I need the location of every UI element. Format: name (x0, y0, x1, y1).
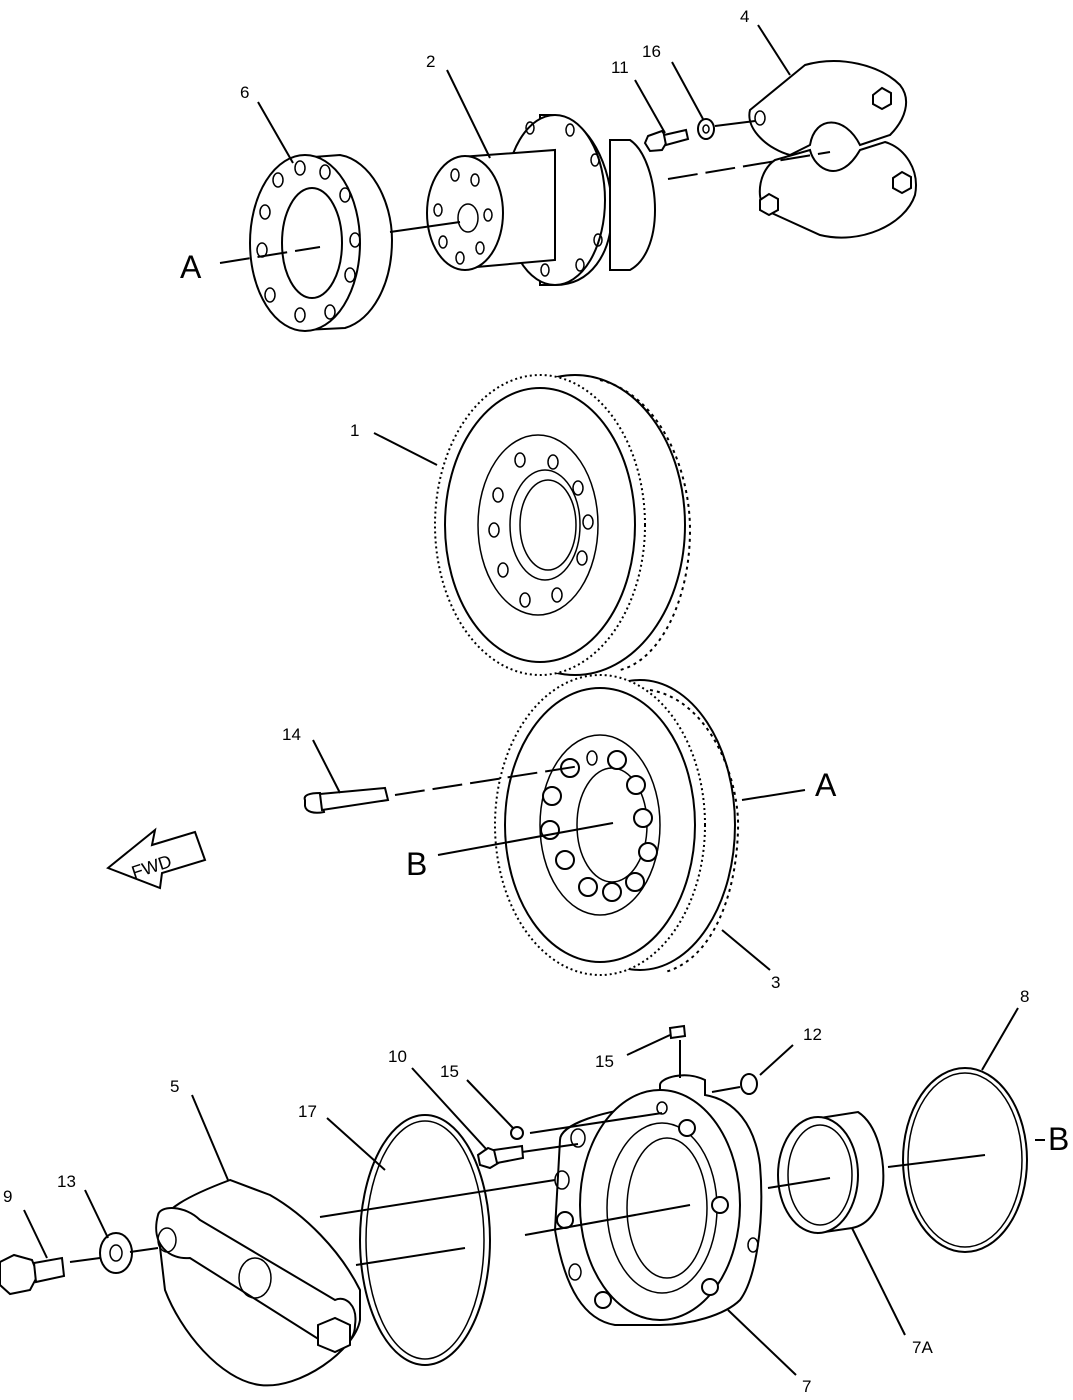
callout-9: 9 (3, 1187, 12, 1206)
callout-14: 14 (282, 725, 301, 744)
part-1-gear (434, 374, 692, 676)
part-14-bolt (303, 786, 390, 814)
callout-11: 11 (611, 58, 629, 77)
fwd-arrow-icon: FWD (106, 827, 207, 890)
part-8-o-ring (902, 1067, 1028, 1253)
callout-2: 2 (426, 52, 435, 71)
part-5-cover (155, 1178, 361, 1387)
callout-15a: 15 (440, 1062, 459, 1081)
part-7a-bearing (777, 1110, 885, 1235)
ref-a-right: A (815, 767, 837, 803)
callout-12: 12 (803, 1025, 822, 1044)
callout-8: 8 (1020, 987, 1029, 1006)
callout-1: 1 (350, 421, 359, 440)
part-7-housing (553, 1074, 763, 1326)
callout-4: 4 (740, 7, 749, 26)
callout-10: 10 (388, 1047, 407, 1066)
part-15-plug (510, 1126, 524, 1140)
part-3-gear (494, 674, 740, 976)
part-16-washer (697, 118, 715, 140)
callout-17: 17 (298, 1102, 317, 1121)
ref-b-mid: B (406, 846, 427, 882)
callout-numbers: 1 2 3 4 5 6 7 7A 8 9 10 11 12 13 14 15 1… (3, 7, 1029, 1396)
ref-b-right: B (1048, 1121, 1069, 1157)
leader-lines (23, 24, 1045, 1376)
callout-15b: 15 (595, 1052, 614, 1071)
ref-a-top: A (180, 249, 202, 285)
part-11-bolt (643, 128, 690, 153)
part-10-bolt (476, 1144, 525, 1170)
part-17-o-ring (359, 1114, 491, 1366)
part-4-clamp (748, 60, 917, 239)
part-12-washer (740, 1073, 758, 1095)
callout-7: 7 (802, 1377, 811, 1396)
part-9-bolt (0, 1253, 66, 1296)
part-6-bolt-ring (249, 153, 394, 332)
part-2-hub (426, 114, 657, 286)
callout-7a: 7A (912, 1338, 933, 1357)
reference-letters: A A B B (180, 249, 1069, 1157)
part-15-plug-top (668, 1024, 687, 1040)
callout-16: 16 (642, 42, 661, 61)
callout-3: 3 (771, 973, 780, 992)
gear-3-bolt-heads (540, 750, 658, 902)
callout-13: 13 (57, 1172, 76, 1191)
callout-6: 6 (240, 83, 249, 102)
callout-5: 5 (170, 1077, 179, 1096)
part-13-washer (99, 1232, 133, 1274)
